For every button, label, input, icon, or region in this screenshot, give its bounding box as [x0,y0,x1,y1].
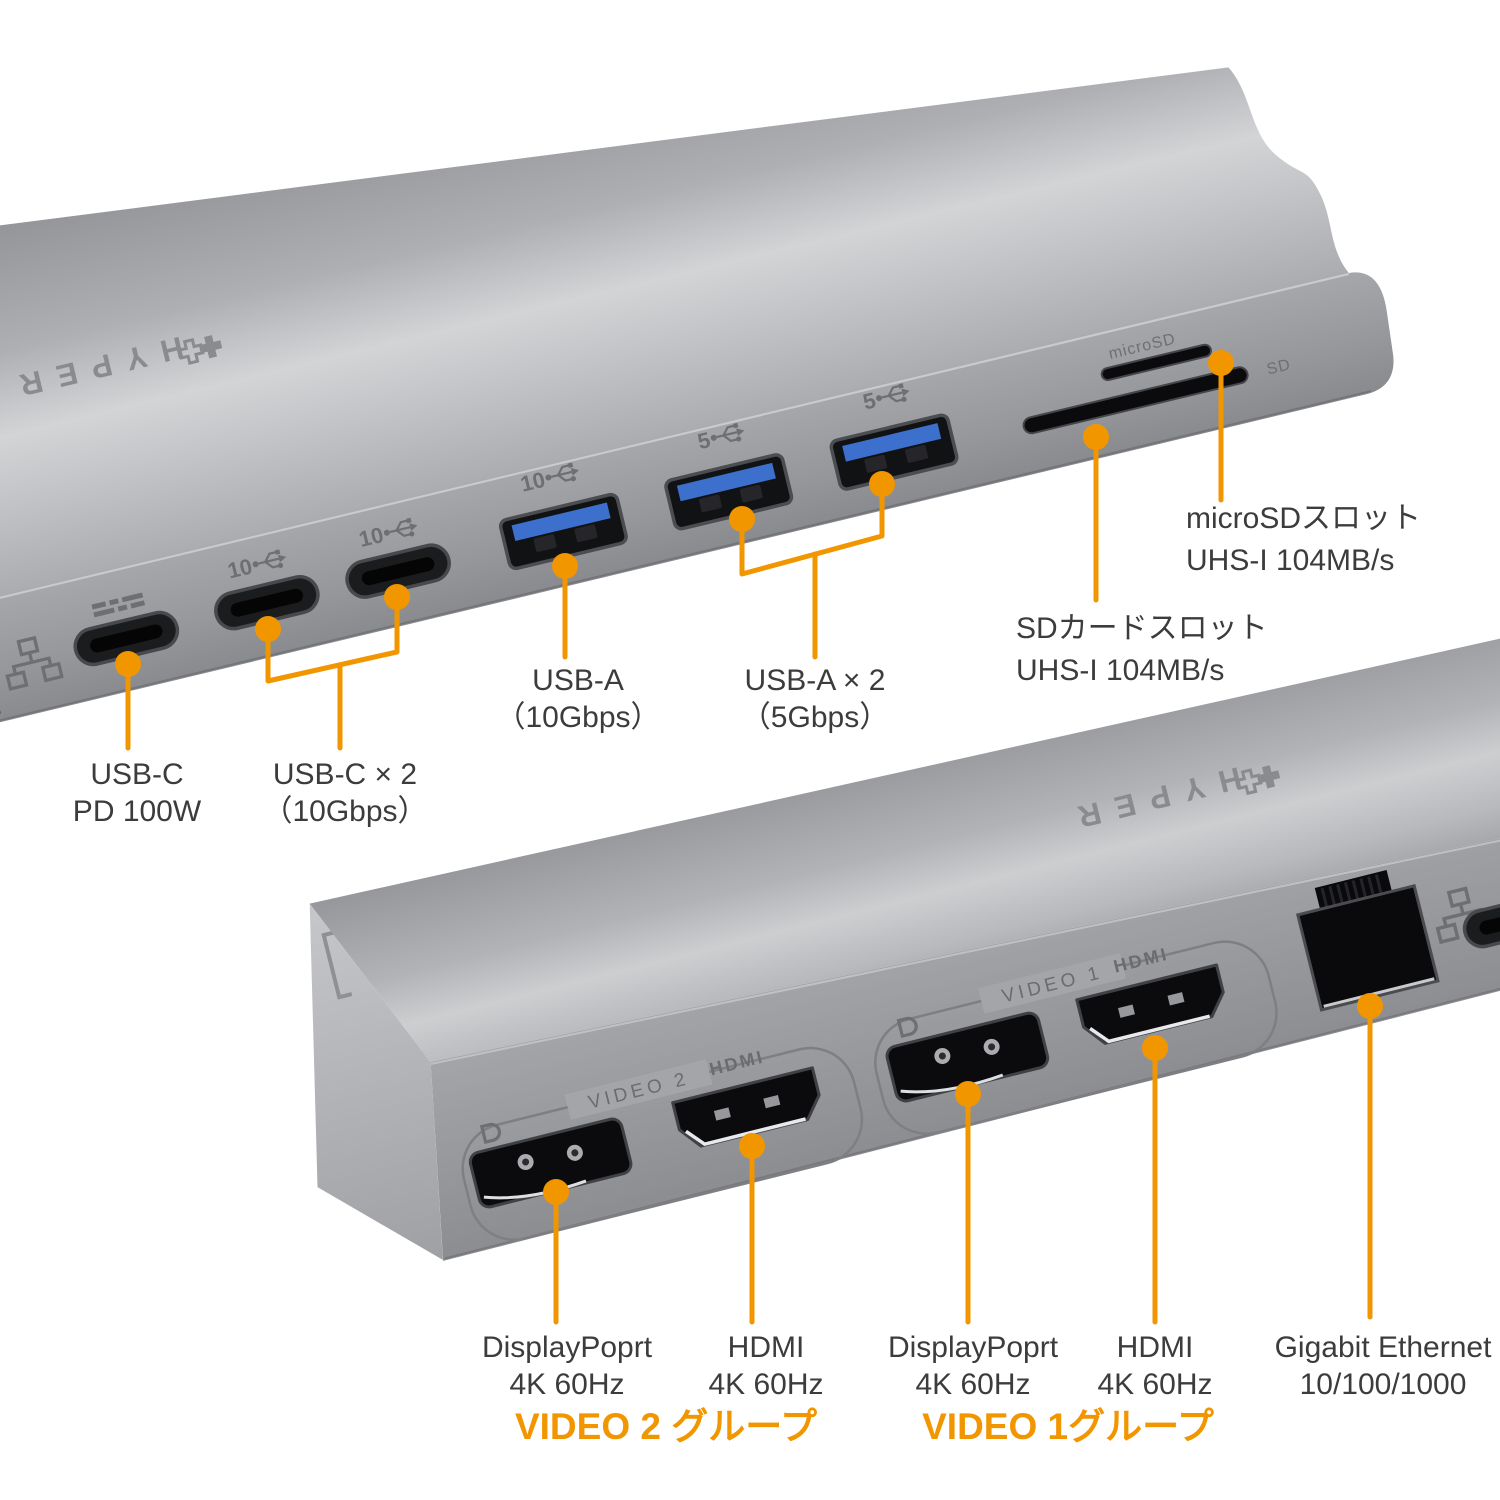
callout-line-usb-c-x2 [265,594,400,751]
usb-10gbps-badge: 10 [356,515,421,552]
callout-dot [552,553,578,579]
callout-dot [115,651,141,677]
edge-highlight [0,273,1350,624]
label-line: DisplayPoprt [887,1331,1059,1364]
callout-label-usb-a-x2: USB-A × 2 （5Gbps） [741,662,889,736]
video1-group-label: VIDEO 1グループ [922,1406,1214,1447]
callout-label-usb-a-10: USB-A （10Gbps） [495,662,660,736]
usb-speed-label: 10 [518,467,548,497]
callout-dot [955,1081,981,1107]
callout-dot [1208,350,1234,376]
usb-5gbps-badge: 5 [860,380,913,415]
usb-10gbps-badge: 10 [518,460,583,497]
label-line: （5Gbps） [740,701,890,734]
dock-top-face [309,638,1500,1063]
callout-lines [125,360,1373,1325]
label-line: PD 100W [72,795,202,828]
label-line: UHS-I 104MB/s [1016,654,1225,687]
callout-dot [869,471,895,497]
callout-label-hdmi-video1: HDMI 4K 60Hz [1097,1329,1212,1403]
callout-dot [384,584,410,610]
callout-dot [729,506,755,532]
label-line: 4K 60Hz [1097,1368,1213,1401]
usb-10gbps-badge: 10 [225,547,290,584]
label-line: 10/100/1000 [1299,1368,1467,1401]
label-line: HDMI [1116,1331,1194,1364]
sd-slot [1022,366,1249,435]
callout-label-usb-c-pd: USB-C PD 100W [73,756,201,830]
label-line: DisplayPoprt [481,1331,653,1364]
label-line: SDカードスロット [1016,612,1268,645]
callout-dot [1142,1035,1168,1061]
callout-dot [543,1179,569,1205]
usb-5gbps-badge: 5 [695,420,748,454]
callout-label-microsd-slot: microSDスロット UHS-I 104MB/s [1186,498,1421,582]
label-line: 4K 60Hz [509,1368,625,1401]
callout-label-sd-slot: SDカードスロット UHS-I 104MB/s [1016,608,1268,692]
callout-dot [255,616,281,642]
callout-line-usb-a-x2 [739,481,885,660]
edge-highlight [430,823,1500,1065]
label-line: USB-C [90,758,184,791]
callout-dot [739,1133,765,1159]
usb-speed-label: 5 [860,387,878,414]
label-line: UHS-I 104MB/s [1186,544,1395,577]
label-line: USB-C × 2 [272,758,418,791]
callout-label-usb-c-x2: USB-C × 2 （10Gbps） [262,756,427,830]
usb-speed-label: 5 [695,427,713,454]
label-line: HDMI [727,1331,805,1364]
callout-label-hdmi-video2: HDMI 4K 60Hz [708,1329,823,1403]
edge-shadow [0,390,1372,740]
label-line: （10Gbps） [262,795,428,828]
label-line: 4K 60Hz [708,1368,824,1401]
label-line: USB-A × 2 [744,664,886,697]
video2-group-label: VIDEO 2 グループ [514,1406,818,1447]
callout-dot [1357,993,1383,1019]
end-cap-bracket-engraving [321,930,353,1000]
label-line: 4K 60Hz [915,1368,1031,1401]
callout-label-gigabit-ethernet: Gigabit Ethernet 10/100/1000 [1275,1329,1492,1403]
callout-label-displayport-video2: DisplayPoprt 4K 60Hz [482,1329,652,1403]
usb-speed-label: 10 [225,554,255,584]
label-line: Gigabit Ethernet [1274,1331,1492,1364]
microsd-slot [1100,343,1212,382]
dock-front-view: HYPER VIDEO 2 HDMI VIDEO 1 HDMI [309,638,1500,1261]
callout-dot [1083,424,1109,450]
dock-end-cap [309,903,443,1260]
video2-label-mask [564,1059,713,1120]
label-line: USB-A [532,664,624,697]
usb-speed-label: 10 [356,522,386,552]
label-line: microSDスロット [1186,502,1422,535]
dock-top-face [0,67,1349,622]
video1-label-mask [978,953,1127,1014]
callout-dots [115,350,1383,1205]
sd-slot-engraving: SD [1265,356,1293,378]
label-line: （10Gbps） [495,701,661,734]
callout-label-displayport-video1: DisplayPoprt 4K 60Hz [888,1329,1058,1403]
